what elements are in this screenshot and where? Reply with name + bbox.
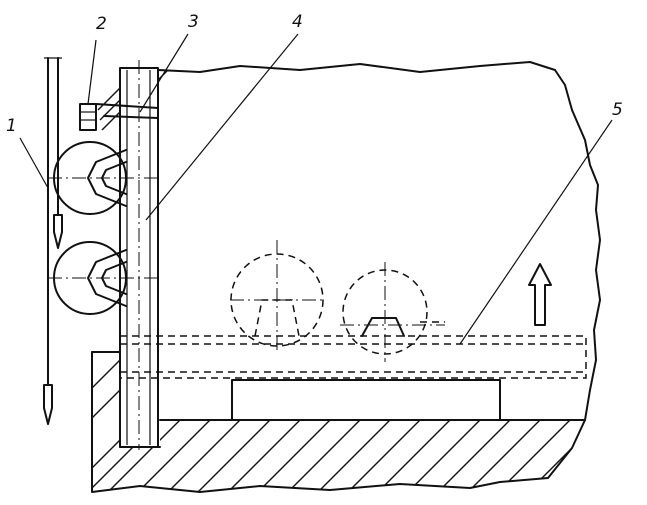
- clamp-bracket: [79, 103, 97, 131]
- rope-with-weights: [43, 57, 63, 425]
- shelf-bracket: [95, 103, 159, 119]
- pendulum-weight-icon: [53, 214, 63, 249]
- support-slab: [231, 379, 501, 421]
- leader-lines: [19, 33, 613, 345]
- callout-label-2: 2: [96, 14, 107, 34]
- dashed-wheel-left: [230, 240, 325, 352]
- dashed-beam: [119, 335, 587, 379]
- floor-surface: [91, 351, 586, 448]
- callout-label-1: 1: [6, 116, 17, 136]
- callout-label-3: 3: [188, 12, 199, 32]
- callout-label-4: 4: [292, 12, 303, 32]
- upper-roller: [48, 141, 160, 215]
- callout-label-5: 5: [612, 100, 623, 120]
- breakline-outline: [91, 61, 601, 493]
- lower-roller: [48, 241, 160, 315]
- vertical-column: [119, 60, 159, 450]
- pendulum-weight-icon: [43, 384, 53, 425]
- dashed-wheel-right: [340, 262, 445, 362]
- up-arrow-icon: [528, 263, 552, 326]
